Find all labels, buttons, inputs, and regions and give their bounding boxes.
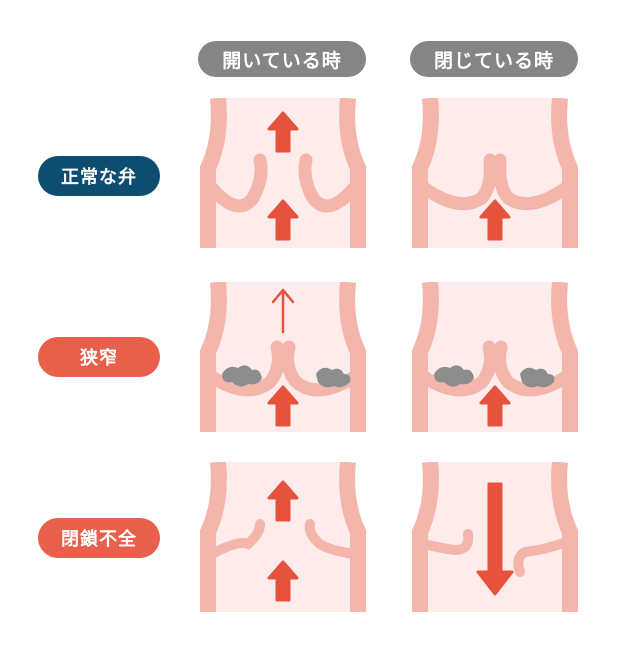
panel-normal-open bbox=[198, 98, 368, 248]
column-header-closed-label: 閉じている時 bbox=[433, 49, 554, 72]
column-header-closed: 閉じている時 bbox=[410, 41, 578, 77]
row-label-normal-valve-text: 正常な弁 bbox=[61, 167, 137, 188]
row-label-stenosis-text: 狭窄 bbox=[80, 348, 118, 369]
panel-stenosis-closed bbox=[410, 282, 580, 432]
column-header-open: 開いている時 bbox=[198, 41, 366, 77]
column-header-open-label: 開いている時 bbox=[222, 49, 342, 72]
row-label-normal-valve: 正常な弁 bbox=[38, 156, 160, 196]
panel-stenosis-open bbox=[198, 282, 368, 432]
row-label-stenosis: 狭窄 bbox=[38, 337, 160, 377]
row-label-regurgitation-text: 閉鎖不全 bbox=[61, 529, 137, 550]
row-label-regurgitation: 閉鎖不全 bbox=[38, 518, 160, 558]
panel-regurgitation-closed bbox=[410, 462, 580, 612]
panel-normal-closed bbox=[410, 98, 580, 248]
panel-regurgitation-open bbox=[198, 462, 368, 612]
